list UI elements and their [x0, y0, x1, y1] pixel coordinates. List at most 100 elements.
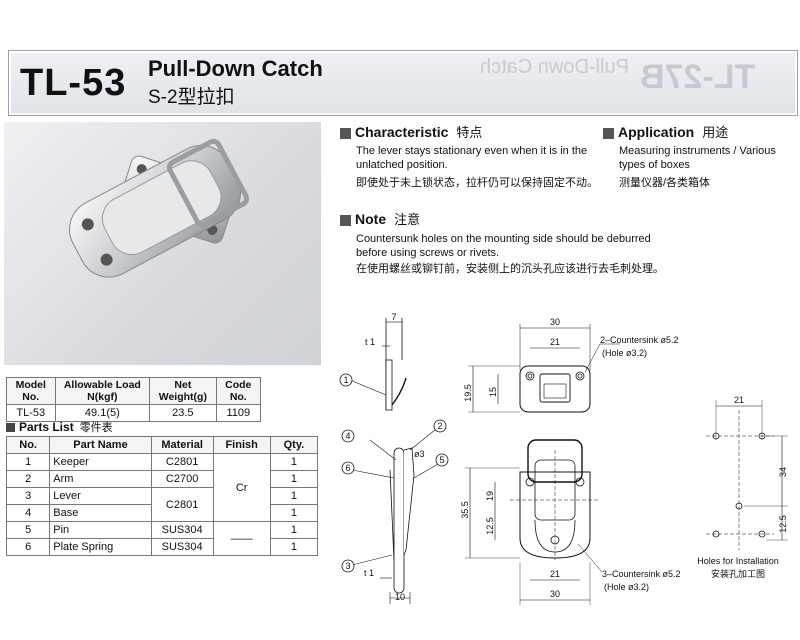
product-photo: [4, 122, 321, 365]
part-material: C2801: [150, 453, 214, 471]
table-row: 2 Arm C2700 1: [5, 470, 319, 488]
dim-side-7: 7: [391, 312, 396, 322]
dim-holes-34: 34: [778, 467, 788, 477]
parts-header-material: Material: [150, 436, 214, 454]
base-view: 35.5 19 12.5 21 30 3–Countersink ø5.2 (H…: [460, 439, 681, 605]
part-name: Lever: [49, 487, 152, 505]
holes-caption-cn: 安装孔加工图: [711, 568, 765, 579]
spec-table: Model No. Allowable Load N(kgf) Net Weig…: [6, 377, 262, 422]
parts-header-no: No.: [5, 436, 51, 454]
part-material: SUS304: [150, 538, 214, 556]
part-material: C2801: [150, 487, 214, 522]
dim-keeper-30: 30: [550, 317, 560, 327]
spec-load: 49.1(5): [54, 404, 151, 422]
table-row: 1 Keeper C2801 Cr 1: [5, 453, 319, 522]
base-countersink-label: 3–Countersink ø5.2: [602, 569, 681, 579]
part-qty: 1: [269, 521, 319, 539]
dim-base-12-5: 12.5: [485, 517, 495, 535]
bullet-square-icon: [603, 127, 614, 139]
latch-photo-illustration: [69, 138, 250, 278]
note-title-en: Note: [355, 211, 387, 227]
part-qty: 1: [269, 487, 319, 505]
application-title-cn: 用途: [702, 125, 729, 140]
callout-2: 2: [437, 421, 442, 431]
keeper-view: 30 21 2–Countersink ø5.2 (Hole ø3.2) 19.…: [463, 317, 679, 413]
title-bar: [8, 50, 798, 116]
dim-holes-12-5: 12.5: [778, 515, 788, 533]
parts-header-qty: Qty.: [269, 436, 319, 454]
note-text-cn: 在使用螺丝或铆钉前，安装侧上的沉头孔应该进行去毛刺处理。: [356, 263, 664, 275]
model-number: TL-53: [20, 62, 127, 104]
application-title-en: Application: [618, 124, 695, 140]
part-material: C2700: [150, 470, 214, 488]
application-text-cn: 测量仪器/各类箱体: [619, 177, 711, 189]
keeper-countersink-label: 2–Countersink ø5.2: [600, 335, 679, 345]
part-name: Base: [49, 504, 152, 522]
parts-list-heading: Parts List 零件表: [6, 419, 113, 435]
bullet-square-icon: [340, 127, 351, 139]
dim-base-19: 19: [485, 491, 495, 501]
characteristic-title-en: Characteristic: [355, 124, 449, 140]
part-qty: 1: [269, 538, 319, 556]
application-heading: Application 用途: [603, 122, 728, 141]
table-row: 5 Pin SUS304 —— 1: [5, 521, 319, 556]
table-row: 6 Plate Spring SUS304 1: [5, 538, 319, 556]
dim-keeper-19-5: 19.5: [463, 384, 473, 402]
spec-header-weight: Net Weight(g): [149, 377, 217, 405]
base-hole-label: (Hole ø3.2): [604, 582, 649, 592]
characteristic-title-cn: 特点: [456, 125, 483, 140]
dim-keeper-15: 15: [488, 387, 498, 397]
dim-side-t1-top: t 1: [365, 337, 375, 347]
characteristic-text-en: The lever stays stationary even when it …: [356, 145, 588, 171]
dim-base-35-5: 35.5: [460, 501, 470, 519]
holes-view: 21 34 12.5 Holes for Installation 安装孔加工图: [697, 395, 788, 579]
dim-phi3: ø3: [414, 449, 425, 459]
spec-code: 1109: [215, 404, 262, 422]
parts-header-finish: Finish: [212, 436, 271, 454]
callout-6: 6: [345, 463, 350, 473]
characteristic-heading: Characteristic 特点: [340, 122, 482, 141]
dim-side-t1-bottom: t 1: [364, 568, 374, 578]
technical-drawing: 7 t 1 1 4 6 2 5 ø3 3 t 1 10: [339, 312, 788, 605]
part-qty: 1: [269, 504, 319, 522]
side-view: 7 t 1 1 4 6 2 5 ø3 3 t 1 10: [339, 312, 449, 604]
part-no: 6: [5, 538, 51, 556]
parts-header-row: No. Part Name Material Finish Qty.: [5, 436, 319, 454]
parts-heading-en: Parts List: [19, 420, 74, 434]
product-title-en: Pull-Down Catch: [148, 56, 323, 81]
part-finish-dash: ——: [212, 521, 271, 556]
note-heading: Note 注意: [340, 209, 420, 228]
parts-heading-cn: 零件表: [79, 422, 113, 434]
note-title-cn: 注意: [394, 212, 421, 227]
parts-table: No. Part Name Material Finish Qty. 1 Kee…: [5, 436, 319, 556]
parts-header-name: Part Name: [49, 436, 152, 454]
part-no: 1: [5, 453, 51, 471]
part-name: Plate Spring: [49, 538, 152, 556]
part-no: 3: [5, 487, 51, 505]
part-qty: 1: [269, 453, 319, 471]
table-row: 3 Lever C2801 1: [5, 487, 319, 522]
spec-row: TL-53 49.1(5) 23.5 1109: [6, 404, 262, 422]
note-text-en: Countersunk holes on the mounting side s…: [356, 233, 651, 259]
keeper-hole-label: (Hole ø3.2): [602, 348, 647, 358]
spec-header-row: Model No. Allowable Load N(kgf) Net Weig…: [6, 377, 262, 405]
spec-header-load: Allowable Load N(kgf): [54, 377, 151, 405]
characteristic-text-cn: 即使处于未上锁状态，拉杆仍可以保持固定不动。: [356, 177, 598, 189]
spec-weight: 23.5: [149, 404, 217, 422]
callout-4: 4: [345, 431, 350, 441]
spec-model: TL-53: [6, 404, 56, 422]
bullet-square-icon: [340, 214, 351, 226]
dim-keeper-21: 21: [550, 337, 560, 347]
bullet-square-icon: [6, 423, 15, 433]
ghost-model-text: TL-27B: [640, 58, 756, 96]
dim-holes-21: 21: [734, 395, 744, 405]
callout-3: 3: [345, 561, 350, 571]
ghost-title-text: Pull-Down Catch: [480, 56, 629, 78]
holes-caption-en: Holes for Installation: [697, 556, 779, 566]
part-qty: 1: [269, 470, 319, 488]
spec-header-code: Code No.: [215, 377, 262, 405]
spec-header-model: Model No.: [6, 377, 56, 405]
dim-side-10: 10: [395, 592, 405, 602]
part-material: SUS304: [150, 521, 214, 539]
part-no: 4: [5, 504, 51, 522]
